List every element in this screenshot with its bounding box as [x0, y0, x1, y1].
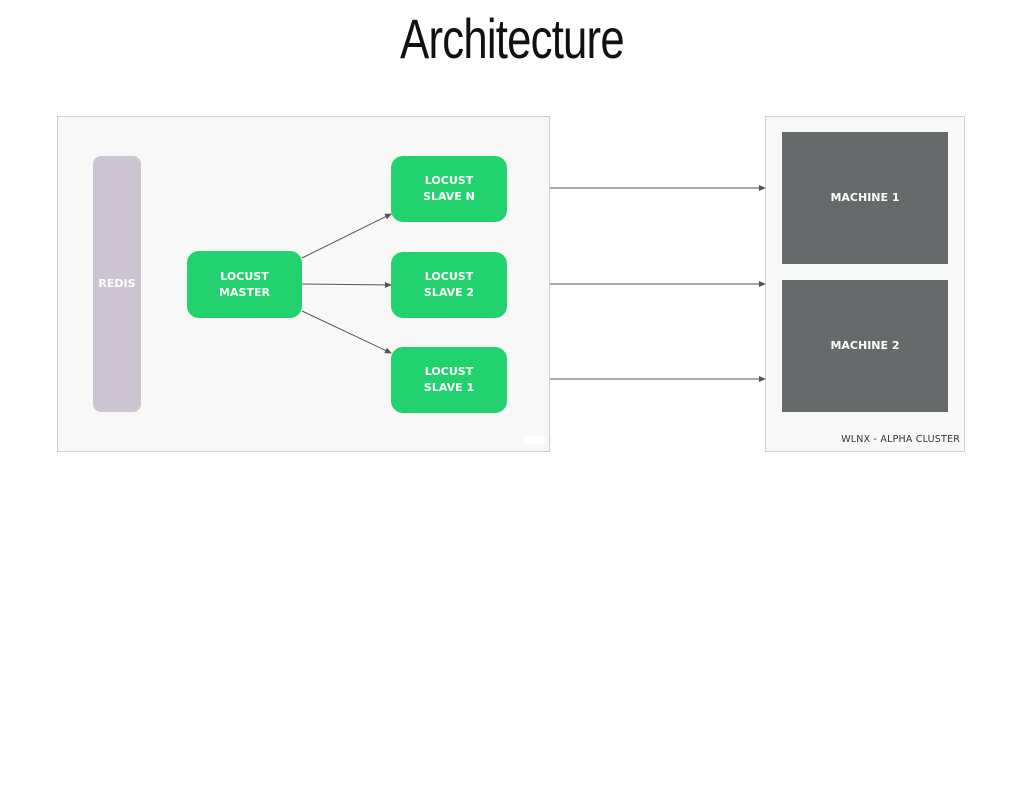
redis-node: REDIS	[93, 156, 141, 412]
machine-2-node: MACHINE 2	[782, 280, 948, 412]
redis-label: REDIS	[98, 277, 136, 290]
machine-2-label: MACHINE 2	[830, 339, 900, 352]
locust-slave-2-node: LOCUST SLAVE 2	[391, 252, 507, 318]
locust-slave-n-label-line-2: SLAVE N	[423, 190, 475, 203]
locust-slave-1-label-line-1: LOCUST	[424, 365, 474, 378]
arrow-master-to-slave-2	[301, 281, 392, 288]
arrow-master-to-slave-n	[301, 213, 392, 259]
arrow-master-to-slave-1	[301, 310, 392, 354]
locust-slave-n-node: LOCUST SLAVE N	[391, 156, 507, 222]
locust-master-label-line-2: MASTER	[219, 285, 270, 299]
locust-master-label-line-1: LOCUST	[220, 269, 269, 283]
machine-1-node: MACHINE 1	[782, 132, 948, 264]
locust-slave-n-label-line-1: LOCUST	[424, 174, 474, 187]
page-title: Architecture	[400, 7, 624, 70]
panel-corner-mark	[522, 436, 546, 444]
locust-slave-1-label-line-2: SLAVE 1	[423, 381, 475, 394]
locust-slave-2-label-line-1: LOCUST	[424, 270, 474, 283]
machine-1-label: MACHINE 1	[830, 191, 900, 204]
locust-master-node: LOCUST MASTER	[187, 251, 302, 318]
locust-slave-1-node: LOCUST SLAVE 1	[391, 347, 507, 413]
locust-slave-2-label-line-2: SLAVE 2	[423, 286, 475, 299]
cluster-label: WLNX - ALPHA CLUSTER	[841, 434, 960, 445]
